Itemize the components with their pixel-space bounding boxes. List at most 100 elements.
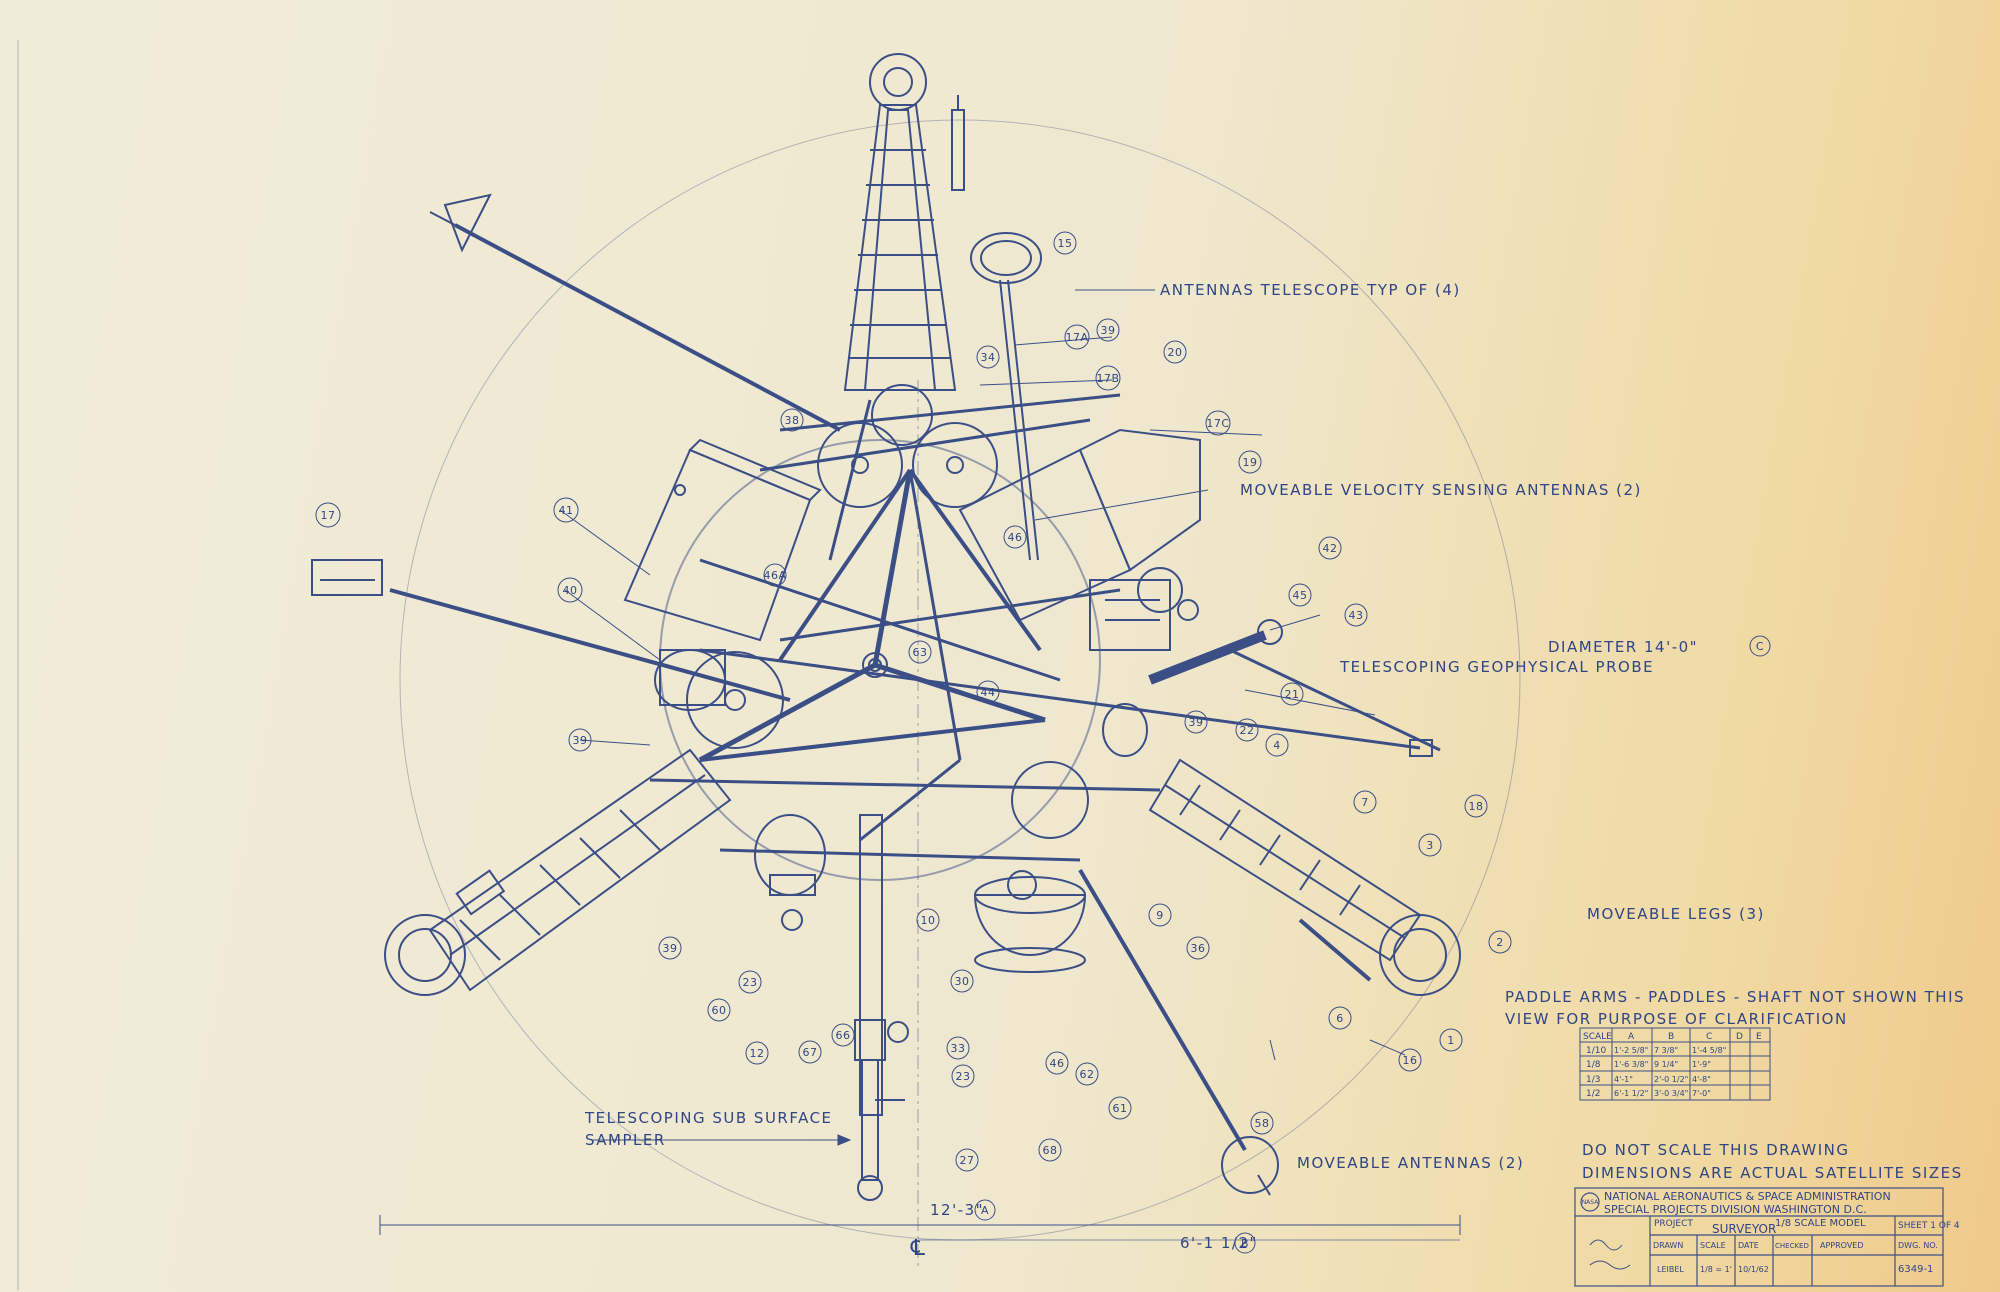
table-cell: 4'-1" <box>1614 1075 1633 1084</box>
title-approved-label: APPROVED <box>1820 1241 1864 1250</box>
svg-text:17: 17 <box>321 509 336 522</box>
svg-text:58: 58 <box>1255 1117 1270 1130</box>
svg-text:9: 9 <box>1156 909 1164 922</box>
surveyor-lander <box>311 53 1461 1201</box>
rod-antenna-71 <box>454 223 841 432</box>
balloon: 33 <box>946 1036 970 1060</box>
paddle-note-line-1: PADDLE ARMS - PADDLES - SHAFT NOT SHOWN … <box>1505 988 1965 1006</box>
table-cell: 1/3 <box>1586 1075 1600 1085</box>
callout-moveable-antennas: MOVEABLE ANTENNAS (2) <box>1297 1154 1524 1172</box>
svg-text:39: 39 <box>663 942 678 955</box>
right-electronics-box <box>958 448 1132 622</box>
balloon: 68 <box>1038 1138 1062 1162</box>
balloon: 2 <box>1488 930 1512 954</box>
svg-text:61: 61 <box>1113 1102 1128 1115</box>
balloon: 62 <box>1075 1062 1099 1086</box>
table-cell: 7'-0" <box>1692 1089 1711 1098</box>
svg-text:63: 63 <box>913 646 928 659</box>
balloon: 38 <box>780 408 804 432</box>
svg-text:36: 36 <box>1191 942 1206 955</box>
svg-text:38: 38 <box>785 414 800 427</box>
title-sheet: SHEET 1 OF 4 <box>1898 1221 1960 1231</box>
callouts: ANTENNAS TELESCOPE TYP OF (4) MOVEABLE V… <box>584 281 1965 1261</box>
balloon: 21 <box>1280 682 1304 706</box>
balloon: 40 <box>557 577 583 603</box>
title-date: 10/1/62 <box>1738 1265 1769 1274</box>
balloon: 9 <box>1148 903 1172 927</box>
balloon: 4 <box>1265 733 1289 757</box>
leg-right <box>1148 758 1461 996</box>
svg-text:17A: 17A <box>1065 331 1088 344</box>
svg-text:67: 67 <box>803 1046 818 1059</box>
dimension-a-tag: A <box>981 1204 989 1217</box>
balloon: 1 <box>1439 1028 1463 1052</box>
svg-text:3: 3 <box>1426 839 1434 852</box>
title-project: SURVEYOR <box>1712 1222 1776 1236</box>
svg-text:23: 23 <box>743 976 758 989</box>
dimension-a: 12'-3" <box>930 1201 984 1219</box>
svg-text:34: 34 <box>981 351 996 364</box>
balloon: 7 <box>1353 790 1377 814</box>
svg-text:46: 46 <box>1008 531 1023 544</box>
balloon: 27 <box>955 1148 979 1172</box>
balloon: 30 <box>950 969 974 993</box>
table-cell: 2'-0 1/2" <box>1654 1075 1688 1084</box>
table-header: A <box>1628 1032 1635 1042</box>
balloon: 19 <box>1238 450 1262 474</box>
signature-scribble <box>1589 1239 1631 1270</box>
balloon: 3 <box>1418 833 1442 857</box>
balloon-markers: 1 2 3 4 6 7 9 10 12 15 16 17 17A 17B 17C… <box>315 231 1512 1172</box>
scale-table: SCALE A B C D E 1/10 1'-2 5/8" 7 3/8" 1'… <box>1579 1027 1771 1101</box>
table-cell: 4'-8" <box>1692 1075 1711 1084</box>
table-cell: 7 3/8" <box>1654 1046 1678 1055</box>
table-cell: 6'-1 1/2" <box>1614 1089 1648 1098</box>
table-header: E <box>1756 1032 1762 1042</box>
balloon: 23 <box>951 1064 975 1088</box>
svg-text:30: 30 <box>955 975 970 988</box>
balloon: 39 <box>658 936 682 960</box>
svg-text:21: 21 <box>1285 688 1300 701</box>
sampler-arm <box>854 814 909 1201</box>
callout-geo-probe: TELESCOPING GEOPHYSICAL PROBE <box>1339 658 1654 676</box>
title-project-label: PROJECT <box>1654 1219 1693 1229</box>
centerline-symbol: ℄ <box>910 1236 926 1261</box>
balloon: 17 <box>315 502 341 528</box>
svg-text:46: 46 <box>1050 1057 1065 1070</box>
balloon: 22 <box>1235 718 1259 742</box>
balloon: 44 <box>976 680 1000 704</box>
svg-text:23: 23 <box>956 1070 971 1083</box>
antenna-ball-58 <box>1221 1136 1279 1194</box>
table-cell: 1/10 <box>1586 1046 1606 1056</box>
table-header: D <box>1736 1032 1743 1042</box>
dimension-b: 6'-1 1/2" <box>1180 1234 1258 1252</box>
svg-text:7: 7 <box>1361 796 1369 809</box>
geo-probe <box>1148 630 1267 685</box>
balloon: 34 <box>976 345 1000 369</box>
callout-legs: MOVEABLE LEGS (3) <box>1587 905 1765 923</box>
table-cell: 3'-0 3/4" <box>1654 1089 1688 1098</box>
balloon: 43 <box>1344 603 1368 627</box>
balloon: 39 <box>1096 318 1120 342</box>
svg-text:45: 45 <box>1293 589 1308 602</box>
table-header: SCALE <box>1583 1032 1612 1042</box>
nasa-emblem: NASA <box>1582 1199 1600 1206</box>
balloon: 20 <box>1163 340 1187 364</box>
svg-text:66: 66 <box>836 1029 851 1042</box>
balloon: 16 <box>1398 1048 1422 1072</box>
svg-text:1: 1 <box>1447 1034 1455 1047</box>
svg-text:18: 18 <box>1469 800 1484 813</box>
svg-text:60: 60 <box>712 1004 727 1017</box>
dimension-b-tag: B <box>1241 1237 1249 1250</box>
table-cell: 9 1/4" <box>1654 1060 1678 1069</box>
title-dwg-no: 6349-1 <box>1898 1264 1933 1275</box>
callout-sampler-2: SAMPLER <box>585 1131 666 1149</box>
balloon: 36 <box>1186 936 1210 960</box>
svg-text:44: 44 <box>981 686 996 699</box>
svg-text:42: 42 <box>1323 542 1338 555</box>
table-cell: 1'-4 5/8" <box>1692 1046 1726 1055</box>
rod-antenna-58 <box>1078 868 1247 1152</box>
balloon: 12 <box>745 1041 769 1065</box>
svg-text:39: 39 <box>573 734 588 747</box>
